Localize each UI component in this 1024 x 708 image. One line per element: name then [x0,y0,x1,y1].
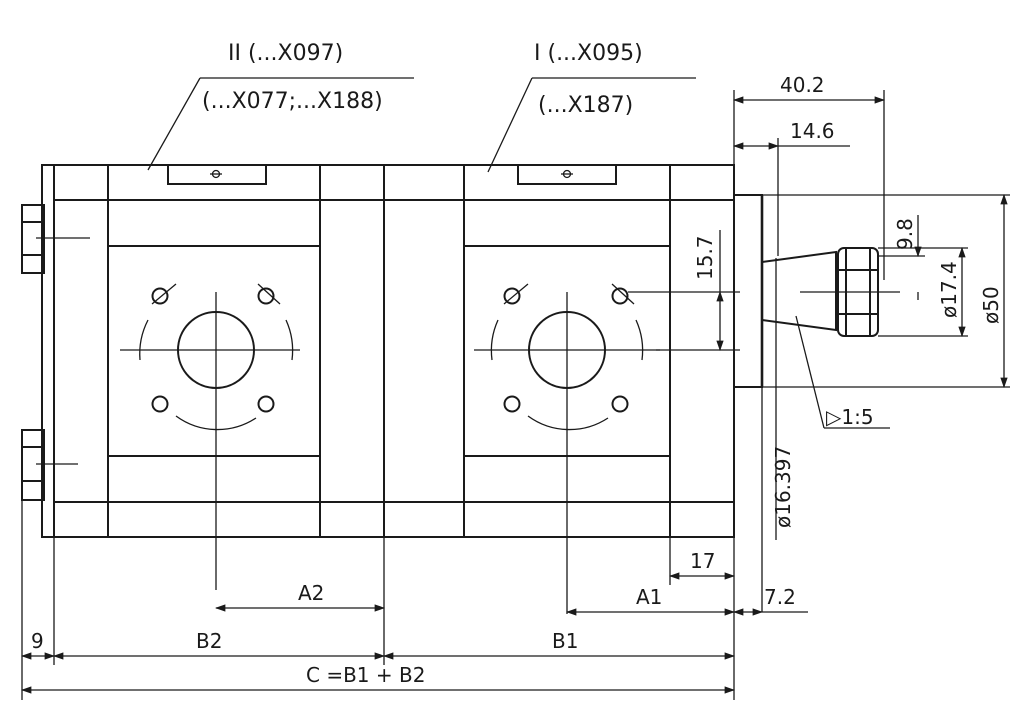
dim-17-4: ø17.4 [937,261,961,318]
label-leaders [147,77,696,173]
tapered-shaft [761,250,837,332]
dim-a1: A1 [636,585,662,609]
label-part-ii-alt: (...X077;...X188) [202,89,383,114]
port-i [474,283,740,614]
mounting-bolt-bottom [21,429,78,501]
top-boss-ii [167,164,267,185]
dim-b1: B1 [552,629,578,653]
housing-outline [53,164,735,538]
shaft-assembly [733,194,900,388]
front-flange [733,194,763,388]
label-part-i-alt: (...X187) [538,93,633,118]
dim-14-6: 14.6 [790,119,835,143]
dim-b2: B2 [196,629,222,653]
label-part-ii: II (...X097) [228,41,343,66]
port-ii [120,283,300,590]
pump-body [41,164,735,538]
text-labels: II (...X097) (...X077;...X188) I (...X09… [31,41,1003,687]
dim-taper: ▷1:5 [826,405,874,429]
dimension-lines [20,90,1010,700]
dim-9: 9 [31,629,44,653]
dim-50: ø50 [979,286,1003,324]
dim-c-formula: C =B1 + B2 [306,663,425,687]
dim-16-397: ø16.397 [771,446,795,528]
top-boss-i [517,164,617,185]
label-part-i: I (...X095) [534,41,643,66]
dim-17: 17 [690,549,715,573]
dim-15-7: 15.7 [693,235,717,280]
dim-40-2: 40.2 [780,73,825,97]
dim-7-2: 7.2 [764,585,796,609]
dim-a2: A2 [298,581,324,605]
mounting-bolt-top [21,204,90,274]
dim-9-8: 9.8 [893,218,917,250]
